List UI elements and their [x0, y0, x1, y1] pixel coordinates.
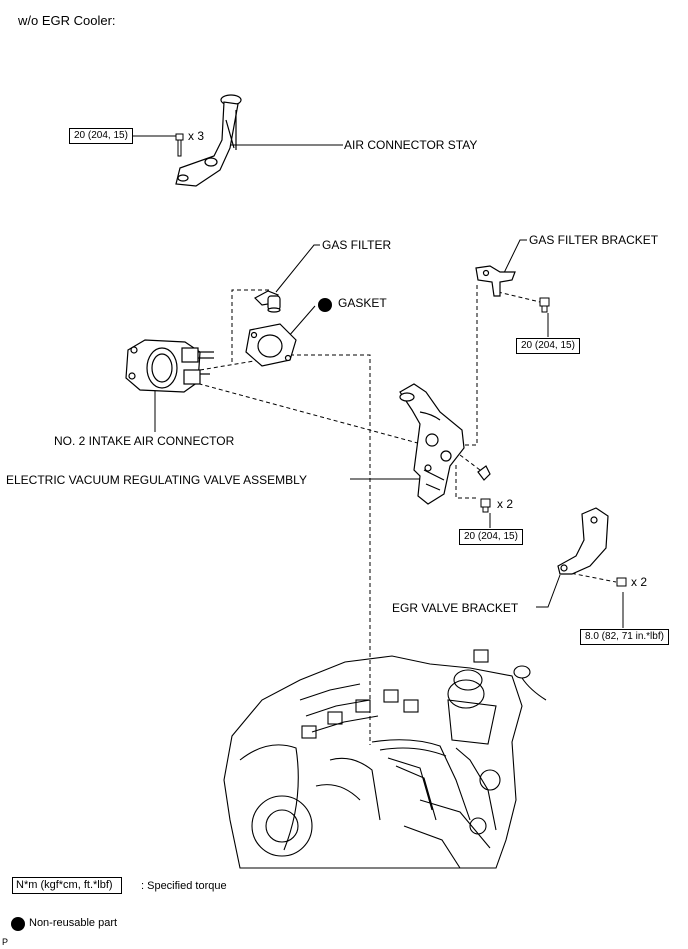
- label-no2-intake-air-connector: NO. 2 INTAKE AIR CONNECTOR: [54, 434, 235, 448]
- non-reusable-mark-gasket: [318, 298, 332, 312]
- page-title: w/o EGR Cooler:: [18, 13, 116, 28]
- engine-outline: [223, 649, 547, 869]
- no2-intake-air-connector-part: [125, 339, 214, 393]
- quantity-egr: x 2: [631, 575, 648, 589]
- label-gas-filter-bracket: GAS FILTER BRACKET: [529, 233, 659, 247]
- label-air-connector-stay: AIR CONNECTOR STAY: [344, 138, 478, 152]
- legend-non-reusable-mark: [11, 917, 25, 931]
- evrv-assembly-part: [399, 383, 465, 505]
- air-connector-stay-part: [175, 94, 242, 187]
- torque-spec-egr: 8.0 (82, 71 in.*lbf): [580, 629, 669, 645]
- stay-bolt: [175, 133, 184, 157]
- label-gasket: GASKET: [338, 296, 387, 310]
- torque-spec-evrv: 20 (204, 15): [459, 529, 523, 545]
- label-gas-filter: GAS FILTER: [322, 238, 392, 252]
- leader-gasket: [287, 305, 316, 338]
- footer-code: P: [2, 937, 9, 947]
- legend-nonreusable-desc: Non-reusable part: [29, 917, 118, 929]
- leader-gas-filter-bracket: [502, 239, 527, 276]
- evrv-hose-clip: [477, 465, 491, 481]
- evrv-bolt: [480, 498, 491, 513]
- legend-torque-box: N*m (kgf*cm, ft.*lbf): [12, 877, 122, 894]
- leader-gas-filter: [275, 244, 320, 293]
- quantity-evrv: x 2: [497, 497, 514, 511]
- torque-spec-bracket: 20 (204, 15): [516, 338, 580, 354]
- torque-spec-stay: 20 (204, 15): [69, 128, 133, 144]
- quantity-stay: x 3: [188, 129, 205, 143]
- leader-egr-valve-bracket: [536, 574, 561, 608]
- egr-nut: [616, 577, 627, 587]
- gas-filter-bracket-part: [475, 265, 516, 297]
- label-evrv-assembly: ELECTRIC VACUUM REGULATING VALVE ASSEMBL…: [6, 473, 307, 487]
- gas-filter-part: [254, 290, 281, 313]
- legend-torque-desc: : Specified torque: [141, 880, 227, 892]
- bracket-bolt: [539, 297, 550, 313]
- label-egr-valve-bracket: EGR VALVE BRACKET: [392, 601, 519, 615]
- egr-valve-bracket-part: [557, 507, 609, 575]
- gasket-part: [245, 323, 297, 367]
